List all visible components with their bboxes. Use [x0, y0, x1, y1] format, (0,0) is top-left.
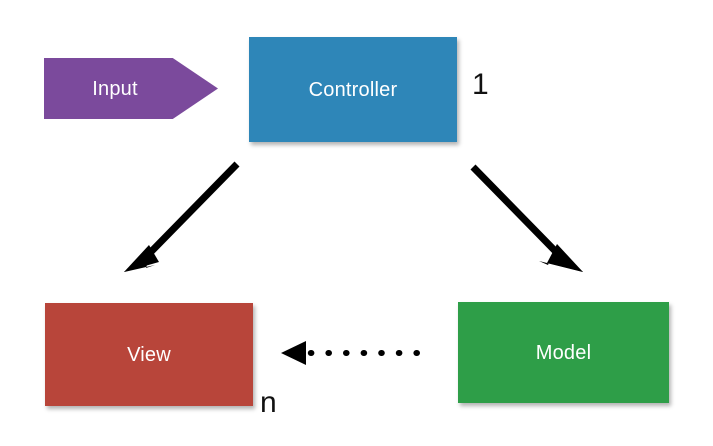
node-model[interactable]: Model: [458, 302, 669, 403]
arrow-model-to-view: [281, 341, 420, 365]
cardinality-label-one: 1: [472, 68, 489, 101]
arrow-controller-to-view: [124, 161, 240, 272]
node-input-label: Input: [92, 77, 138, 100]
arrow-controller-to-model: [470, 164, 583, 272]
node-model-label: Model: [535, 341, 592, 364]
node-input[interactable]: Input: [44, 58, 218, 119]
node-controller-label: Controller: [308, 78, 398, 101]
node-view-label: View: [127, 343, 171, 366]
node-controller[interactable]: Controller: [249, 37, 457, 142]
node-view[interactable]: View: [45, 303, 253, 406]
cardinality-label-n: n: [260, 386, 277, 419]
